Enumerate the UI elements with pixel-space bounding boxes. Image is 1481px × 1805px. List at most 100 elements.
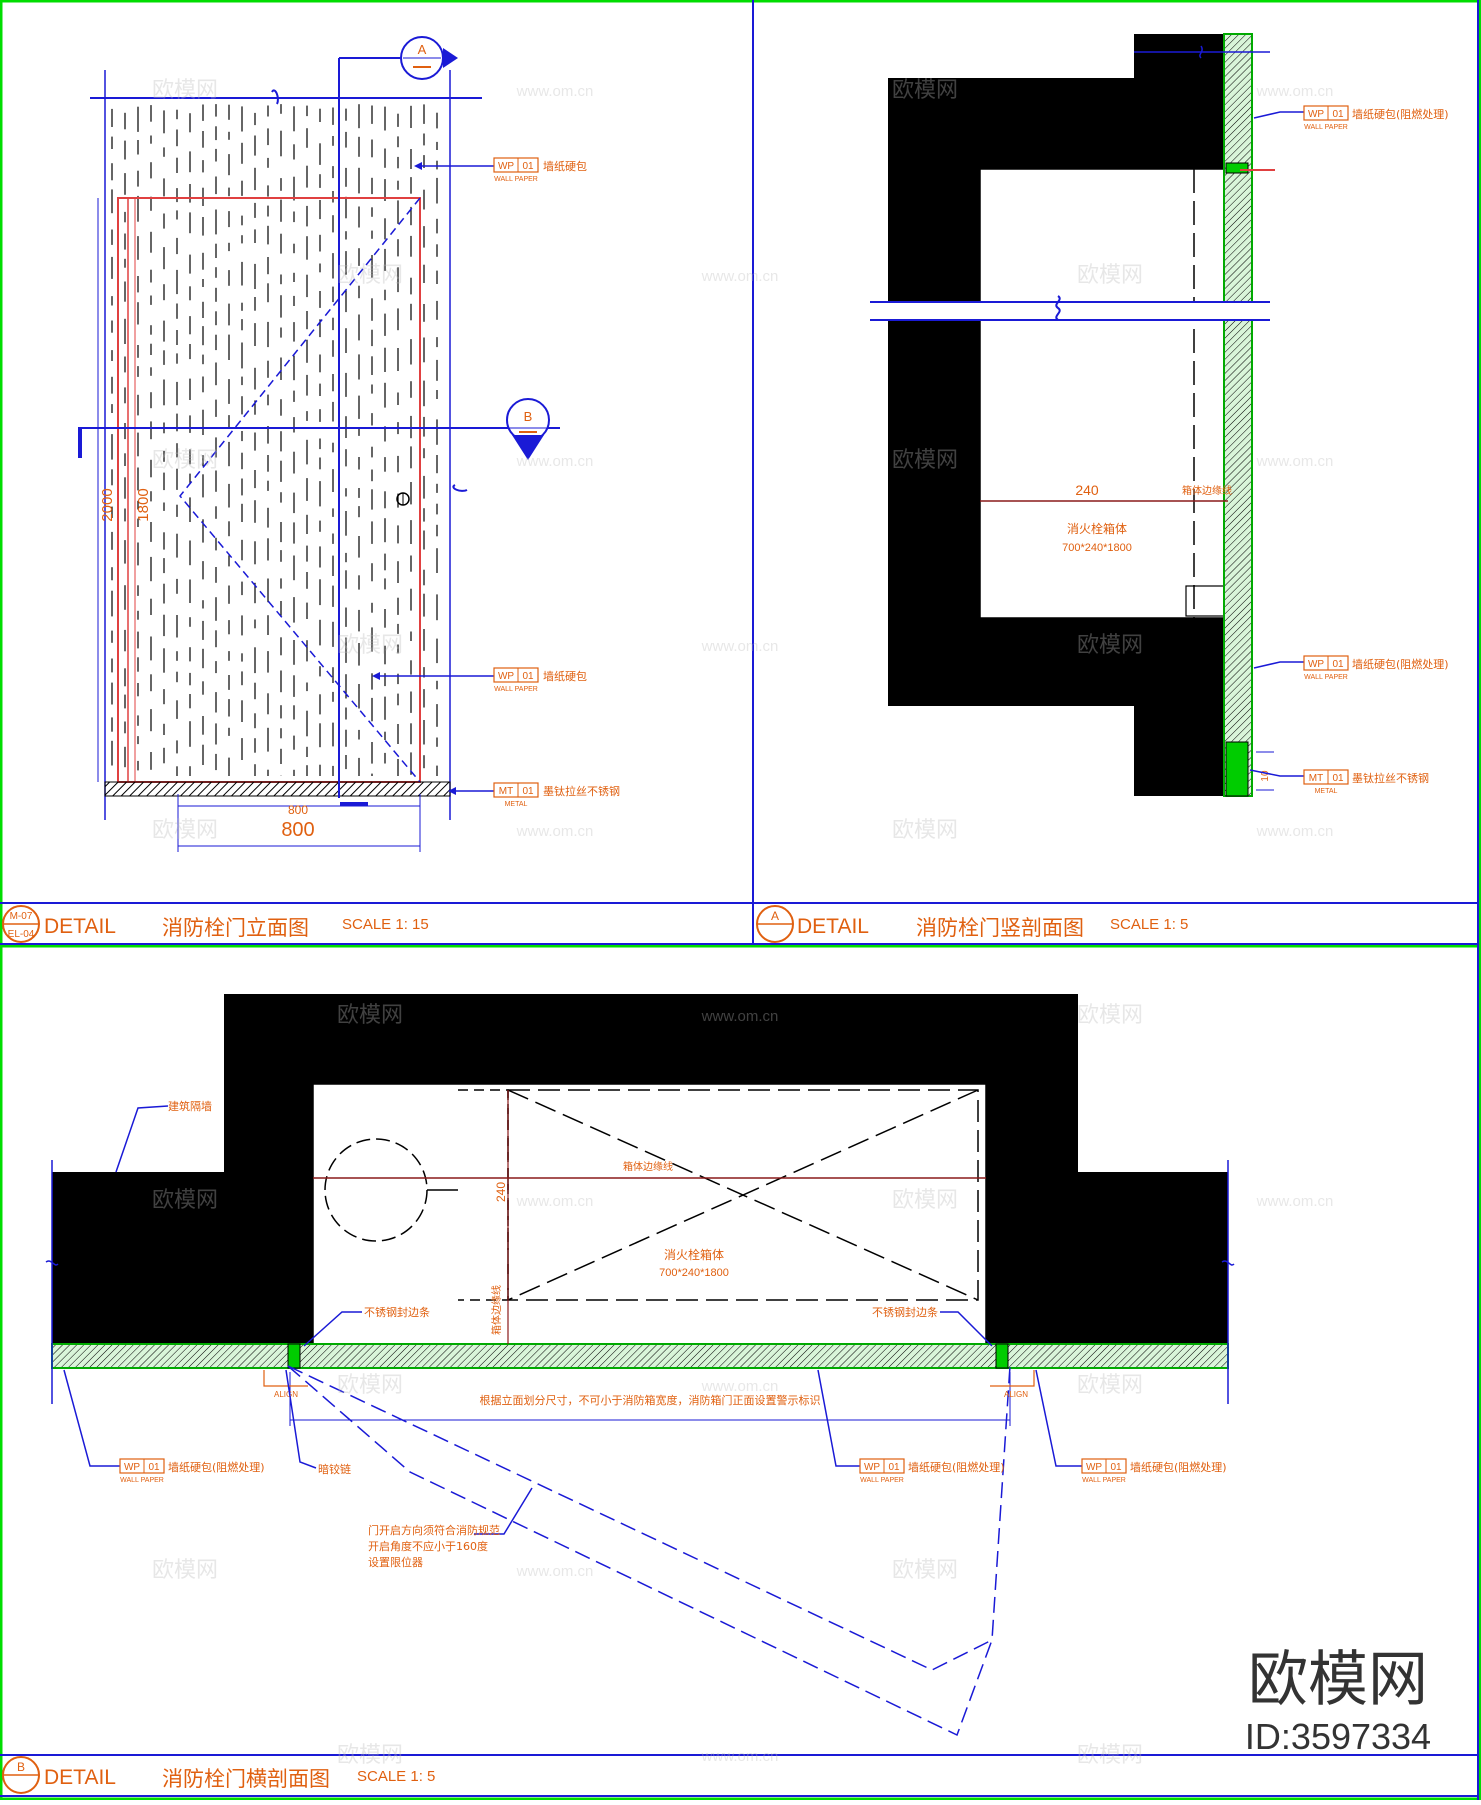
watermark-site: www.om.cn xyxy=(701,1748,779,1765)
watermark-cn: 欧模网 xyxy=(337,1373,403,1398)
align-text: ALIGN xyxy=(274,1390,298,1399)
watermark-id: ID:3597334 xyxy=(1245,1716,1431,1757)
tag-desc: 墨钛拉丝不锈钢 xyxy=(543,784,620,798)
watermark-site: www.om.cn xyxy=(516,823,594,840)
cabinet-label: 消火栓箱体 xyxy=(664,1247,724,1262)
panel-scale: SCALE 1: 15 xyxy=(342,916,429,933)
title-badge-letter: A xyxy=(771,909,779,923)
panel-title: 消防栓门竖剖面图 xyxy=(916,916,1084,940)
trim-note-left: 不锈钢封边条 xyxy=(303,1305,430,1347)
tag-num: 01 xyxy=(1110,1462,1122,1473)
watermark-cn: 欧模网 xyxy=(152,818,218,843)
watermark-site: www.om.cn xyxy=(516,1563,594,1580)
watermark-site: www.om.cn xyxy=(701,638,779,655)
cabinet-hinge-block xyxy=(1185,585,1229,617)
trim-note-text: 不锈钢封边条 xyxy=(872,1305,938,1319)
break-symbols xyxy=(271,89,468,492)
horizontal-section-view: 240 箱体边缘线 箱体边缘线 消火栓箱体 700*240*1800 根据立面划… xyxy=(45,994,1235,1737)
edge-note-side: 箱体边缘线 xyxy=(490,1285,503,1335)
watermark-cn: 欧模网 xyxy=(1077,263,1143,288)
cabinet-size: 700*240*1800 xyxy=(1062,542,1132,554)
dim-width-small: 800 xyxy=(288,803,308,817)
cabinet-depth-outline xyxy=(458,1089,509,1301)
tag-code: WP xyxy=(124,1462,140,1473)
watermark-cn: 欧模网 xyxy=(337,633,403,658)
title-badge-top: M-07 xyxy=(10,911,33,922)
watermark-cn: 欧模网 xyxy=(1077,1373,1143,1398)
watermark-cn: 欧模网 xyxy=(892,818,958,843)
watermark-site: www.om.cn xyxy=(701,1008,779,1025)
leader-tag-metal: MT 01 METAL 墨钛拉丝不锈钢 xyxy=(1249,769,1429,795)
tag-num: 01 xyxy=(522,161,534,172)
watermark-cn: 欧模网 xyxy=(337,1743,403,1768)
leader-tag-wallpaper-1: WP 01 WALL PAPER 墙纸硬包(阻燃处理) xyxy=(1253,105,1449,131)
tag-desc: 墙纸硬包(阻燃处理) xyxy=(908,1460,1005,1474)
cabinet-body-dashed xyxy=(507,1089,979,1301)
watermark-site: www.om.cn xyxy=(1256,83,1334,100)
cabinet-size: 700*240*1800 xyxy=(659,1267,729,1279)
tag-num: 01 xyxy=(522,671,534,682)
tag-num: 01 xyxy=(1332,109,1344,120)
tag-desc: 墙纸硬包(阻燃处理) xyxy=(1130,1460,1227,1474)
align-mark-right: ALIGN xyxy=(990,1370,1035,1399)
door-swing-path xyxy=(287,1365,1011,1737)
watermark-cn: 欧模网 xyxy=(892,1558,958,1583)
wall-finish-layer xyxy=(1223,33,1253,797)
wall-note-text: 建筑隔墙 xyxy=(168,1099,212,1113)
leader-tag-wallpaper-2: WP 01 WALL PAPER 墙纸硬包(阻燃处理) xyxy=(1253,655,1449,681)
trim-right-block xyxy=(995,1343,1009,1369)
metal-trim-bottom xyxy=(1225,741,1249,797)
tag-code: WP xyxy=(1086,1462,1102,1473)
dim-width-large: 800 xyxy=(281,819,314,841)
align-mark-left: ALIGN xyxy=(263,1370,308,1399)
cabinet-label: 消火栓箱体 xyxy=(1067,521,1127,536)
watermark-cn: 欧模网 xyxy=(337,263,403,288)
tag-sub: WALL PAPER xyxy=(1082,1477,1126,1484)
align-text: ALIGN xyxy=(1004,1390,1028,1399)
tag-code: WP xyxy=(864,1462,880,1473)
section-mark-b: B xyxy=(506,398,550,460)
tag-desc: 墙纸硬包(阻燃处理) xyxy=(1352,657,1449,671)
watermark-site: www.om.cn xyxy=(1256,823,1334,840)
watermark-cn: 欧模网 xyxy=(1077,1003,1143,1028)
hinge-note: 暗铰链 xyxy=(285,1369,351,1476)
door-note: 门开启方向须符合消防规范 xyxy=(368,1487,533,1537)
tag-sub: WALL PAPER xyxy=(494,176,538,183)
title-bar-elevation: M-07 EL-04 DETAIL 消防栓门立面图 SCALE 1: 15 xyxy=(0,902,753,945)
tag-num: 01 xyxy=(1332,773,1344,784)
tag-code: WP xyxy=(1308,109,1324,120)
watermark-cn: 欧模网 xyxy=(892,1188,958,1213)
tag-sub: METAL xyxy=(505,801,528,808)
tag-num: 01 xyxy=(1332,659,1344,670)
watermark-site: www.om.cn xyxy=(1256,453,1334,470)
leader-tag-wallpaper-1: WP 01 WALL PAPER 墙纸硬包 xyxy=(414,157,587,183)
break-symbol-top xyxy=(1134,45,1270,59)
watermark-site: www.om.cn xyxy=(701,1378,779,1395)
detail-word: DETAIL xyxy=(44,915,116,938)
edge-note-top: 箱体边缘线 xyxy=(623,1160,673,1173)
dim-small: 10 xyxy=(1260,770,1271,782)
leader-tag-wallpaper-3: WP 01 WALL PAPER 墙纸硬包(阻燃处理) xyxy=(1035,1369,1227,1484)
watermark-cn: 欧模网 xyxy=(892,448,958,473)
leader-tag-wallpaper-1: WP 01 WALL PAPER 墙纸硬包(阻燃处理) xyxy=(63,1369,265,1484)
door-note-line-3: 设置限位器 xyxy=(368,1555,423,1569)
metal-trim-top xyxy=(1225,162,1249,174)
detail-word: DETAIL xyxy=(797,915,869,938)
tag-sub: WALL PAPER xyxy=(1304,124,1348,131)
section-mark-letter: A xyxy=(418,42,427,57)
watermark-site: www.om.cn xyxy=(516,1193,594,1210)
tag-code: MT xyxy=(499,786,513,797)
watermark-cn: 欧模网 xyxy=(1077,1743,1143,1768)
watermark-site: www.om.cn xyxy=(516,83,594,100)
leader-tag-wallpaper-2: WP 01 WALL PAPER 墙纸硬包(阻燃处理) xyxy=(817,1369,1005,1484)
watermark-site: www.om.cn xyxy=(516,453,594,470)
title-badge-bottom: EL-04 xyxy=(8,929,35,940)
tag-desc: 墙纸硬包 xyxy=(543,159,587,173)
tag-code: MT xyxy=(1309,773,1323,784)
watermark-cn: 欧模网 xyxy=(152,1558,218,1583)
title-badge-letter: B xyxy=(17,1760,25,1774)
panel-scale: SCALE 1: 5 xyxy=(357,1768,435,1785)
door-note-line-2: 开启角度不应小于160度 xyxy=(368,1539,488,1553)
panel-title: 消防栓门立面图 xyxy=(162,916,309,940)
